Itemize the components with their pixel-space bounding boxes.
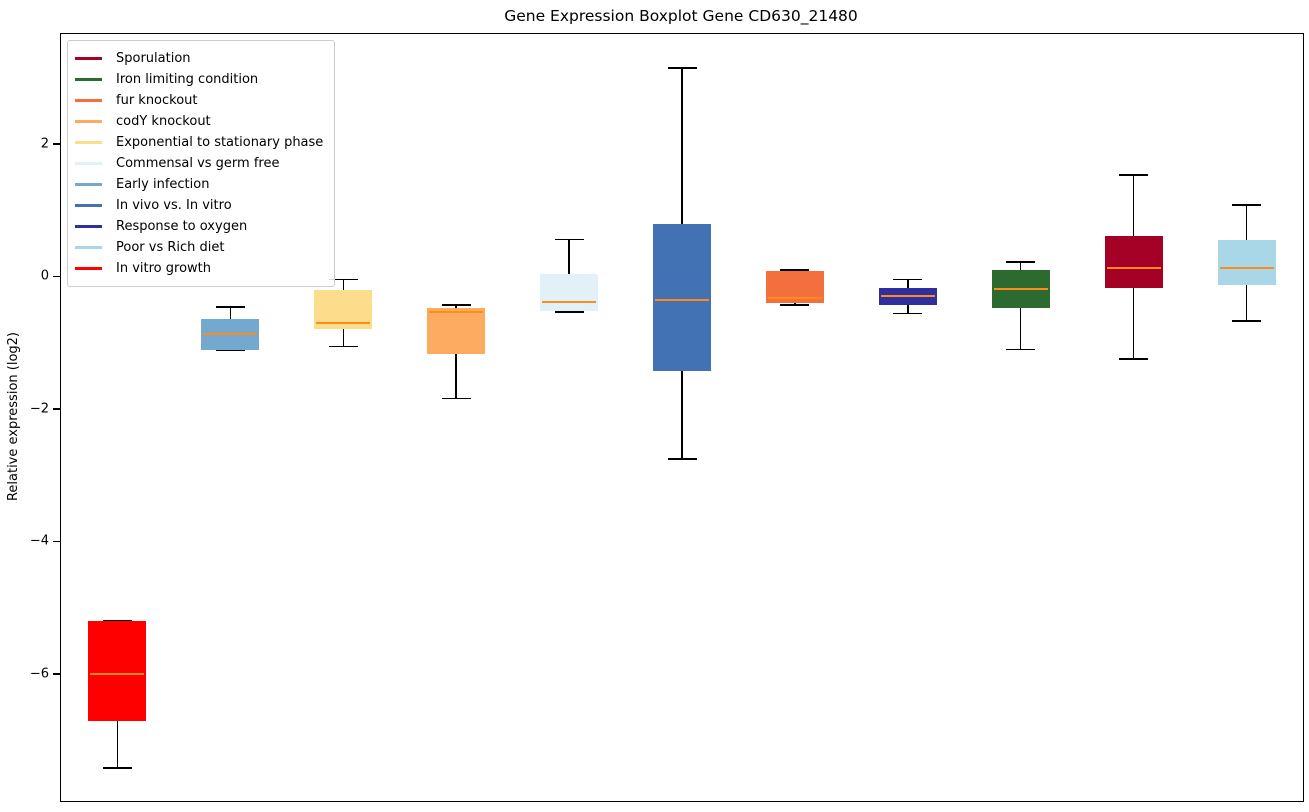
boxplot-median [1106,267,1161,270]
y-tick-label: −6 [29,666,49,682]
boxplot-median [429,310,484,313]
boxplot-cap-bottom [1006,348,1036,351]
legend-swatch [75,183,102,186]
boxplot-median [542,301,597,304]
legend-label: fur knockout [116,93,198,108]
legend-item: Sporulation [75,48,323,69]
legend-swatch [75,162,102,165]
boxplot-median [90,673,145,676]
legend-label: Early infection [116,177,210,192]
boxplot-median [1219,266,1274,269]
legend-label: In vivo vs. In vitro [116,198,232,213]
legend-item: Exponential to stationary phase [75,132,323,153]
y-tick-mark [53,143,60,145]
boxplot-cap-bottom [1232,320,1262,322]
boxplot-median [203,333,258,336]
boxplot-median [993,288,1048,290]
y-tick-label: −2 [29,401,49,417]
boxplot-cap-bottom [1119,358,1149,360]
boxplot-box [427,307,486,354]
legend-item: fur knockout [75,90,323,111]
y-tick-label: 2 [40,136,49,152]
chart-title: Gene Expression Boxplot Gene CD630_21480 [504,7,858,25]
boxplot-cap-bottom [441,397,471,400]
y-tick-label: 0 [40,268,49,284]
boxplot-median [655,298,709,301]
boxplot-cap-bottom [667,458,697,460]
boxplot-cap-bottom [554,311,584,313]
boxplot-cap-top [215,306,245,308]
boxplot-cap-bottom [780,304,810,306]
y-tick-mark [53,275,60,278]
boxplot-cap-top [780,269,810,271]
boxplot-median [767,297,822,300]
legend-item: codY knockout [75,111,323,132]
boxplot-box [653,224,711,372]
legend-item: In vitro growth [75,258,323,279]
legend-item: Response to oxygen [75,216,323,237]
legend-item: Poor vs Rich diet [75,237,323,258]
legend-item: Commensal vs germ free [75,153,323,174]
legend-swatch [75,204,102,207]
legend-swatch [75,141,102,144]
y-tick-label: −4 [29,533,49,549]
boxplot-cap-top [1119,174,1149,176]
legend-label: Poor vs Rich diet [116,240,225,255]
boxplot-box [1217,239,1276,286]
boxplot-cap-top [441,304,471,306]
legend-label: Sporulation [116,51,191,66]
legend-item: In vivo vs. In vitro [75,195,323,216]
boxplot-cap-bottom [215,349,245,352]
boxplot-cap-bottom [102,767,132,769]
legend-swatch [75,57,102,60]
legend-swatch [75,225,102,228]
boxplot-cap-bottom [328,345,358,348]
boxplot-box [540,273,599,311]
legend-label: Exponential to stationary phase [116,135,324,150]
y-axis-label: Relative expression (log2) [6,331,21,502]
boxplot-box [1104,236,1163,288]
y-tick-mark [53,408,60,410]
boxplot-box [88,620,147,721]
legend-swatch [75,78,102,81]
boxplot-cap-top [554,238,584,241]
legend-swatch [75,267,102,270]
legend-label: Iron limiting condition [116,72,259,87]
legend-item: Early infection [75,174,323,195]
boxplot-median [880,294,935,297]
y-tick-mark [53,540,60,543]
boxplot-cap-top [1232,204,1262,206]
legend-label: In vitro growth [116,261,211,276]
legend-item: Iron limiting condition [75,69,323,90]
legend-swatch [75,99,102,102]
boxplot-cap-top [667,67,697,69]
legend-label: codY knockout [116,114,211,129]
boxplot-median [316,322,371,325]
boxplot-cap-top [328,278,358,281]
y-tick-mark [53,673,60,675]
legend-label: Commensal vs germ free [116,156,280,171]
boxplot-cap-bottom [893,312,923,315]
legend-swatch [75,246,102,249]
legend-swatch [75,120,102,123]
legend-label: Response to oxygen [116,219,248,234]
boxplot-cap-top [893,278,923,281]
boxplot-cap-top [1006,261,1036,263]
